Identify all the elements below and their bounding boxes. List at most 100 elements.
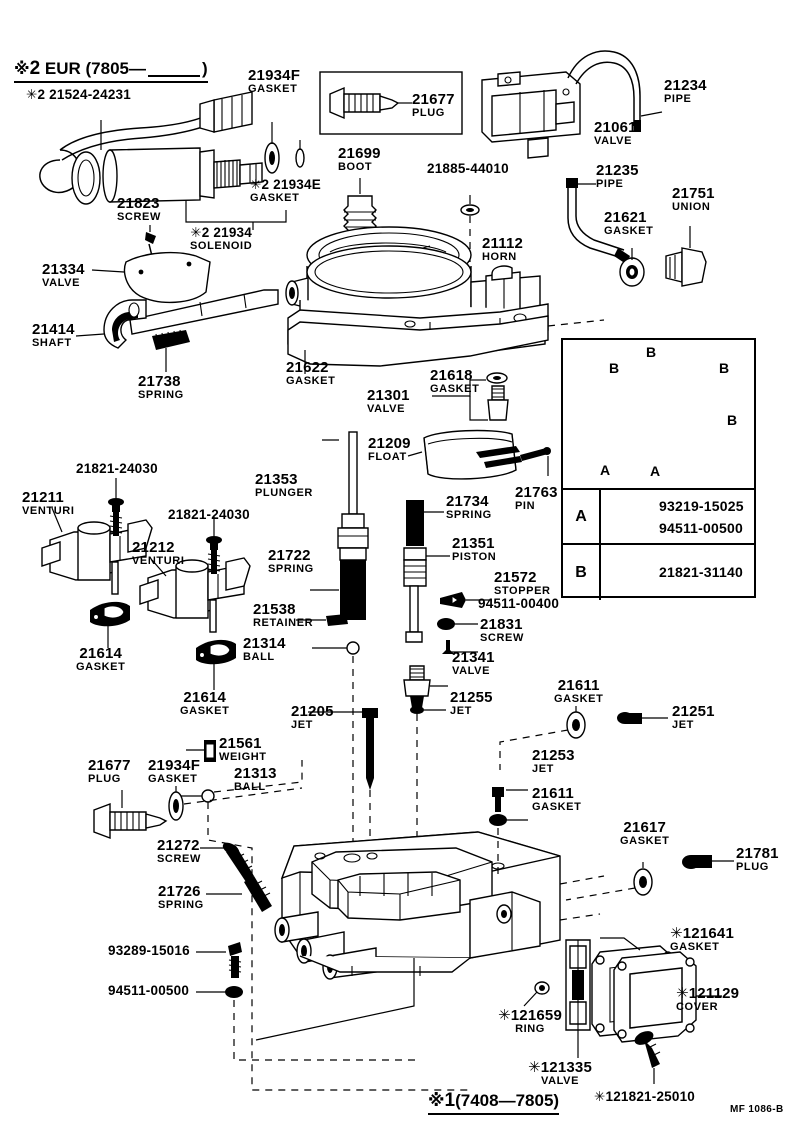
label-21823-screw: 21823 SCREW — [117, 196, 161, 223]
part-number: 21934F — [148, 757, 201, 774]
label-21614-gasket-upper: 21614 GASKET — [76, 646, 125, 673]
part-name: RING — [515, 1023, 545, 1035]
part-name: PLUG — [412, 107, 445, 119]
label-21351-piston: 21351 PISTON — [452, 536, 496, 563]
part-number: ✳121129 — [676, 985, 740, 1002]
caption-year-range: ※1(7408—7805) — [428, 1090, 560, 1115]
part-name: VALVE — [540, 1075, 580, 1087]
heading-range-close: ) — [202, 59, 208, 78]
legend-parts-a: 93219-15025 94511-00500 — [601, 490, 754, 543]
part-name: JET — [672, 719, 694, 731]
art-carburetor-horn-body — [285, 226, 605, 374]
art-right-jets — [489, 706, 734, 901]
part-number: 21821-24030 — [168, 507, 250, 522]
label-21314-ball: 21314 BALL — [243, 636, 286, 663]
part-name: SCREW — [117, 211, 161, 223]
part-number: 94511-00400 — [478, 596, 560, 611]
label-93289-15016: 93289-15016 — [108, 944, 190, 958]
label-21212-venturi: 21212 VENTURI — [132, 540, 184, 567]
part-number: 21561 — [219, 735, 262, 752]
part-number: 21255 — [450, 689, 493, 706]
part-name: BALL — [243, 651, 275, 663]
art-plug-lower — [93, 786, 303, 840]
legend-zone-letter-b3: B — [719, 360, 730, 376]
label-121129-cover: ✳121129 COVER — [676, 986, 739, 1013]
part-name: COVER — [676, 1001, 719, 1013]
part-name: GASKET — [148, 773, 198, 785]
part-name: VENTURI — [22, 505, 75, 517]
part-number: 21614 — [79, 645, 123, 662]
part-name: FLOAT — [368, 451, 407, 463]
label-21677-plug-lower: 21677 PLUG — [88, 758, 131, 785]
part-name: PLUNGER — [255, 487, 313, 499]
part-name: PISTON — [452, 551, 497, 563]
part-number: 21341 — [452, 649, 495, 666]
part-number: 21112 — [482, 235, 524, 252]
part-name: GASKET — [248, 83, 298, 95]
heading-blank-rule — [148, 63, 200, 77]
part-name: SPRING — [446, 509, 492, 521]
heading-star-mark: ※ — [14, 61, 30, 78]
part-number: 21614 — [183, 689, 227, 706]
part-name: GASKET — [620, 835, 670, 847]
part-name: GASKET — [670, 941, 720, 953]
part-name: SCREW — [480, 632, 524, 644]
part-name: HORN — [482, 251, 517, 263]
part-number: 21821-24030 — [76, 461, 158, 476]
art-valve-21341 — [403, 665, 448, 860]
legend-parts-b: 21821-31140 — [601, 545, 754, 600]
part-name: JET — [532, 763, 554, 775]
part-name: BOOT — [338, 161, 373, 173]
part-number: 21677 — [412, 91, 455, 108]
label-21272-screw: 21272 SCREW — [157, 838, 201, 865]
part-name: JET — [450, 705, 472, 717]
part-number: 21234 — [664, 77, 707, 94]
part-number: 21738 — [138, 373, 181, 390]
part-name: UNION — [672, 201, 711, 213]
part-number: 21538 — [253, 601, 296, 618]
part-number: 21885-44010 — [427, 161, 509, 176]
label-21572-stopper: 21572 STOPPER — [494, 570, 551, 597]
part-name: BALL — [234, 781, 266, 793]
part-name: STOPPER — [494, 585, 551, 597]
part-number: 21699 — [338, 145, 381, 162]
label-121641-gasket: ✳121641 GASKET — [670, 926, 734, 953]
art-venturi-21212 — [139, 516, 251, 690]
part-number: 21622 — [286, 359, 329, 376]
art-cover-assembly — [523, 937, 722, 1084]
label-21738-spring: 21738 SPRING — [138, 374, 184, 401]
legend-zone-letter-b4: B — [727, 412, 738, 428]
label-21734-spring: 21734 SPRING — [446, 494, 492, 521]
part-number: ✳2 21934 — [190, 225, 252, 240]
heading-range-open: (7805— — [85, 59, 146, 78]
part-name: SCREW — [157, 853, 201, 865]
part-number: 21351 — [452, 535, 495, 552]
part-number: 21572 — [494, 569, 537, 586]
label-21699-boot: 21699 BOOT — [338, 146, 381, 173]
label-21934F-gasket: 21934F GASKET — [248, 68, 300, 95]
legend-part-93219-15025: 93219-15025 — [659, 498, 744, 514]
part-number: 21211 — [22, 489, 64, 506]
part-number: 21334 — [42, 261, 85, 278]
part-number: ✳121659 — [498, 1007, 563, 1024]
legend-zone-letter-b2: B — [609, 360, 620, 376]
label-21112-horn: 21112 HORN — [482, 236, 523, 263]
caption-range: (7408—7805) — [455, 1091, 560, 1110]
art-needle-valve — [432, 372, 509, 421]
label-121821-25010: ✳121821-25010 — [594, 1090, 695, 1104]
label-21561-weight: 21561 WEIGHT — [219, 736, 267, 763]
part-number: 21235 — [596, 162, 639, 179]
caption-index-number: 1 — [444, 1090, 456, 1111]
art-valve-21061 — [481, 50, 707, 287]
label-21677-plug-boxed: 21677 PLUG — [412, 92, 455, 119]
part-number: 21253 — [532, 747, 575, 764]
part-name: PIN — [515, 500, 536, 512]
part-number: 93289-15016 — [108, 943, 190, 958]
part-name: JET — [291, 719, 313, 731]
part-number: 21831 — [480, 616, 523, 633]
part-name: GASKET — [250, 191, 300, 204]
label-21614-gasket-lower: 21614 GASKET — [180, 690, 229, 717]
part-name: SPRING — [138, 389, 184, 401]
part-name: GASKET — [554, 693, 604, 705]
legend-zone-letter-a1: A — [600, 462, 611, 478]
